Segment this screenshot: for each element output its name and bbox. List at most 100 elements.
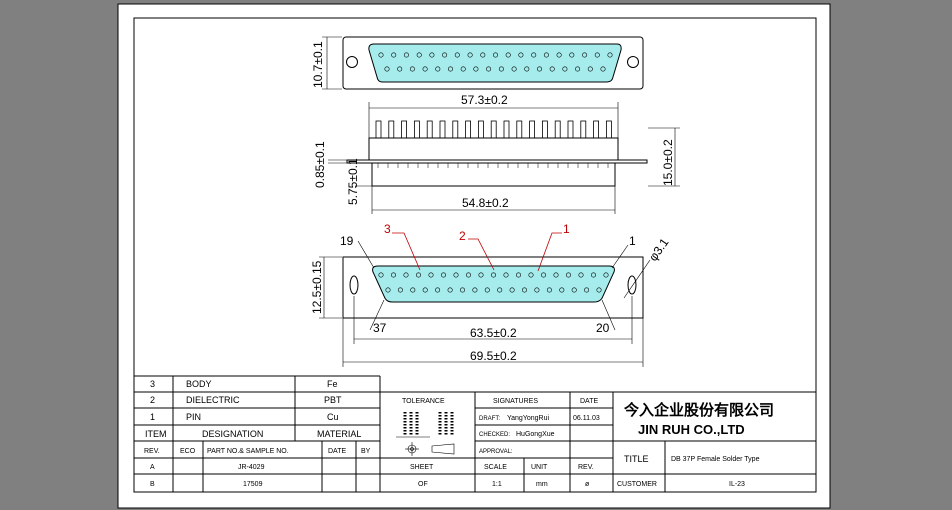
contact-pin bbox=[540, 272, 546, 278]
draft-date: 06.11.03 bbox=[573, 415, 600, 422]
front-hole-right-icon bbox=[627, 275, 637, 295]
rev-header-by: BY bbox=[361, 448, 371, 455]
contact-pin bbox=[600, 66, 606, 72]
checked-label: CHECKED: bbox=[479, 432, 510, 438]
revision-table: REV. ECO PART NO.& SAMPLE NO. DATE BY A … bbox=[134, 441, 381, 492]
contact-pin bbox=[459, 287, 465, 293]
solder-cup bbox=[490, 120, 497, 139]
contact-pin bbox=[454, 52, 460, 58]
contact-pin bbox=[410, 287, 416, 293]
pitch-dim: 63.5±0.2 bbox=[470, 326, 517, 340]
bom-header-material: MATERIAL bbox=[317, 429, 361, 439]
contact-pin bbox=[440, 272, 446, 278]
contact-pin bbox=[596, 287, 602, 293]
contact-pin bbox=[416, 52, 422, 58]
contact-pin bbox=[397, 66, 403, 72]
contact-pin bbox=[546, 287, 552, 293]
solder-cup bbox=[388, 120, 395, 139]
rev-a-part: JR-4029 bbox=[238, 464, 265, 471]
customer-value: IL-23 bbox=[729, 481, 745, 488]
title-value: DB 37P Female Solder Type bbox=[671, 456, 760, 463]
contact-pin bbox=[565, 272, 571, 278]
rev-b: B bbox=[150, 481, 155, 488]
customer-label: CUSTOMER bbox=[617, 481, 657, 488]
rev-b-part: 17509 bbox=[243, 481, 263, 488]
contact-pin bbox=[403, 272, 409, 278]
contact-pin bbox=[447, 287, 453, 293]
mounting-hole-right-icon bbox=[627, 56, 639, 68]
unit-value: mm bbox=[536, 481, 548, 488]
solder-cup bbox=[477, 120, 484, 139]
signatures-label: SIGNATURES bbox=[493, 398, 538, 405]
body-ticks bbox=[377, 163, 609, 168]
bom-header-item: ITEM bbox=[145, 429, 167, 439]
contact-pin bbox=[447, 66, 453, 72]
contact-pin bbox=[460, 66, 466, 72]
rev-header-part: PART NO.& SAMPLE NO. bbox=[207, 448, 289, 455]
side-view: 57.3±0.2 54.8±0.2 15.0±0.2 0.85±0.1 5.75… bbox=[313, 93, 680, 214]
contact-pin bbox=[473, 66, 479, 72]
callout-1: 1 bbox=[563, 222, 570, 236]
bom-item-1: 1 bbox=[150, 412, 155, 422]
contact-pin bbox=[378, 272, 384, 278]
company-name-cn: 今入企业股份有限公司 bbox=[623, 401, 774, 419]
pin-label-19: 19 bbox=[340, 234, 354, 248]
contact-pin bbox=[582, 52, 588, 58]
rev-header-eco: ECO bbox=[180, 448, 196, 455]
rev-header-date: DATE bbox=[328, 448, 346, 455]
bom-mat-1: Cu bbox=[327, 412, 339, 422]
contact-pin bbox=[556, 52, 562, 58]
rev-value: ø bbox=[585, 481, 590, 488]
contact-pin bbox=[559, 287, 565, 293]
bom-name-3: BODY bbox=[186, 379, 212, 389]
bom-name-1: PIN bbox=[186, 412, 201, 422]
front-hole-left-icon bbox=[349, 275, 359, 295]
contact-pin bbox=[528, 272, 534, 278]
front-height-dim: 12.5±0.15 bbox=[310, 260, 324, 314]
solder-cup bbox=[606, 120, 612, 139]
contact-pin bbox=[543, 52, 549, 58]
contact-pin bbox=[490, 272, 496, 278]
contact-pin bbox=[486, 66, 492, 72]
bom-table: 3 BODY Fe 2 DIELECTRIC PBT 1 PIN Cu ITEM… bbox=[134, 375, 381, 442]
solder-cup bbox=[413, 120, 420, 139]
date-label: DATE bbox=[580, 398, 598, 405]
tolerance-table-icon bbox=[396, 412, 454, 438]
contact-pin bbox=[415, 272, 421, 278]
contact-pin bbox=[521, 287, 527, 293]
contact-pin bbox=[429, 52, 435, 58]
bom-mat-2: PBT bbox=[324, 395, 342, 405]
solder-cups bbox=[375, 120, 612, 139]
contact-pin bbox=[391, 52, 397, 58]
mounting-hole-left-icon bbox=[346, 56, 358, 68]
contact-pin bbox=[503, 272, 509, 278]
solder-cup bbox=[503, 120, 510, 139]
contact-pin bbox=[587, 66, 593, 72]
tolerance-label: TOLERANCE bbox=[402, 398, 445, 405]
solder-cup bbox=[516, 120, 523, 139]
checked-name: HuGongXue bbox=[516, 431, 555, 438]
contact-pin bbox=[385, 287, 391, 293]
solder-cup bbox=[529, 120, 535, 139]
contact-pin bbox=[603, 272, 609, 278]
contact-pin bbox=[531, 52, 537, 58]
solder-cup bbox=[439, 120, 446, 139]
draft-label: DRAFT: bbox=[479, 416, 500, 422]
contact-pin bbox=[472, 287, 478, 293]
rev-label: REV. bbox=[578, 464, 594, 471]
side-step-dim: 5.75±0.1 bbox=[346, 158, 360, 205]
top-view: 10.7±0.1 bbox=[311, 36, 644, 90]
contact-pin bbox=[422, 287, 428, 293]
solder-cup bbox=[554, 120, 561, 139]
contact-pin bbox=[498, 66, 504, 72]
contact-pin bbox=[422, 66, 428, 72]
contact-pin bbox=[594, 52, 600, 58]
solder-cup bbox=[401, 120, 408, 139]
contact-pin bbox=[492, 52, 498, 58]
solder-cup bbox=[593, 120, 599, 139]
pin-label-1: 1 bbox=[629, 234, 636, 248]
projection-symbol-icon bbox=[405, 442, 455, 456]
top-height-dim: 10.7±0.1 bbox=[311, 41, 325, 88]
contact-pin bbox=[435, 287, 441, 293]
approval-label: APPROVAL: bbox=[479, 449, 513, 455]
